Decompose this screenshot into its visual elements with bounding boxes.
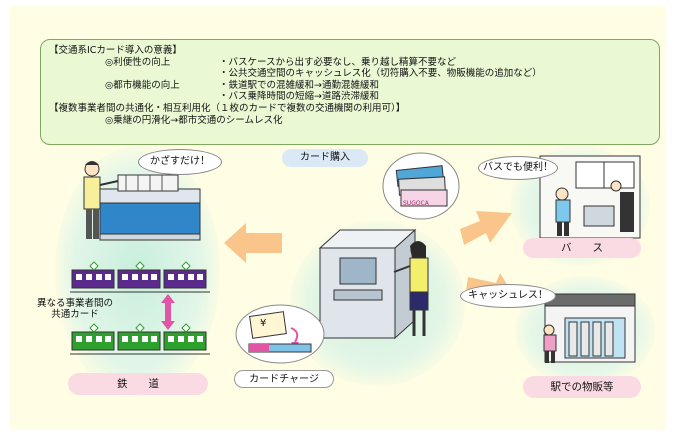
kiosk-illustration bbox=[543, 293, 636, 363]
purchase-label: カード購入 bbox=[300, 152, 350, 163]
common-header: 【複数事業者間の共通化・相互利用化（１枚のカードで複数の交通機関の利用可）】 bbox=[49, 102, 406, 114]
purple-train bbox=[70, 261, 210, 293]
ticket-gate-illustration bbox=[83, 161, 201, 241]
convenience-item-2: ・公共交通空間のキャッシュレス化（切符購入不要、物販機能の追加など） bbox=[219, 68, 542, 80]
urban-item-1: ・鉄道駅での混雑緩和→通勤混雑緩和 bbox=[219, 79, 379, 91]
purchase-label-box: カード購入 bbox=[282, 149, 368, 167]
yen-symbol: ¥ bbox=[260, 318, 267, 329]
bus-bubble-text: バスでも便利！ bbox=[483, 162, 553, 173]
arrow-to-bus bbox=[460, 211, 512, 245]
charge-label: カードチャージ bbox=[249, 374, 319, 385]
convenience-label: ◎利便性の向上 bbox=[105, 56, 171, 68]
charge-label-box: カードチャージ bbox=[234, 370, 334, 388]
convenience-row-1: ◎利便性の向上 ・バスケースから出す必要なし、乗り越し精算不要など bbox=[49, 57, 651, 69]
convenience-item-1: ・バスケースから出す必要なし、乗り越し精算不要など bbox=[219, 56, 457, 68]
railway-label: 鉄 道 bbox=[68, 373, 208, 395]
interoperability-arrow bbox=[161, 294, 175, 330]
diagram-canvas: 【交通系ICカード導入の意義】 ◎利便性の向上 ・バスケースから出す必要なし、乗… bbox=[10, 6, 666, 430]
urban-row-1: ◎都市機能の向上 ・鉄道駅での混雑緩和→通勤混雑緩和 bbox=[49, 80, 651, 92]
bus-speech-bubble: バスでも便利！ bbox=[478, 156, 558, 180]
railway-bubble-text: かざすだけ！ bbox=[150, 156, 210, 167]
common-card-label: 異なる事業者間の 共通カード bbox=[36, 298, 113, 320]
railway-speech-bubble: かざすだけ！ bbox=[138, 149, 222, 175]
ic-cards-illustration bbox=[382, 152, 460, 220]
bus-label: バ ス bbox=[523, 238, 641, 258]
ticket-machine-illustration bbox=[318, 228, 429, 340]
shop-bubble-text: キャッシュレス！ bbox=[468, 290, 548, 301]
charge-bubble-illustration bbox=[235, 304, 325, 364]
urban-label: ◎都市機能の向上 bbox=[105, 79, 180, 91]
card-text: SUGOCA bbox=[403, 200, 429, 207]
shop-speech-bubble: キャッシュレス！ bbox=[460, 284, 556, 308]
intro-header: 【交通系ICカード導入の意義】 bbox=[49, 45, 182, 56]
arrow-to-railway bbox=[224, 223, 282, 263]
shop-label: 駅での物販等 bbox=[523, 376, 641, 398]
intro-textbox: 【交通系ICカード導入の意義】 ◎利便性の向上 ・バスケースから出す必要なし、乗… bbox=[40, 39, 660, 145]
green-train bbox=[70, 323, 210, 355]
common-item: ◎乗継の円滑化→都市交通のシームレス化 bbox=[105, 114, 283, 126]
urban-item-2: ・バス乗降時間の短縮→道路渋滞緩和 bbox=[219, 91, 379, 103]
